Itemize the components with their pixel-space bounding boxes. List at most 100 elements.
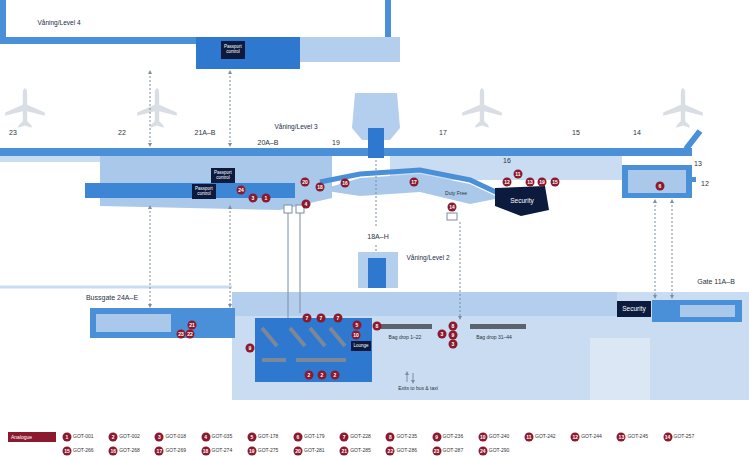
level-label: Våning/Level 2 [406,254,449,261]
pier-area [628,170,686,193]
level-link [376,245,377,251]
legend-number: 11 [525,433,534,442]
legend-code: GOT-266 [73,448,94,454]
legend-number: 18 [201,447,210,456]
callout-number: 14 [448,203,457,212]
legend-code: GOT-274 [212,448,233,454]
legend-code: GOT-244 [581,434,602,440]
facility-box: Lounge [351,341,371,351]
pier-end [622,165,692,198]
legend-number: 2 [109,433,118,442]
facility-text-group: Security [510,197,533,204]
gate-label: 20A–B [257,139,278,147]
legend-number: 7 [340,433,349,442]
bus-gate-inner [96,314,171,332]
legend-code: GOT-228 [350,434,371,440]
bus-gate-area [90,308,235,338]
gate-label: 19 [332,139,340,147]
gate-label: 18A–H [367,233,388,241]
facility-text-group: Security [622,305,645,312]
hall-area [232,292,749,400]
legend-code: GOT-285 [350,448,371,454]
facility-name: Passport control [212,171,234,181]
callout-number: 2 [331,371,340,380]
callout-number: 8 [373,322,382,331]
legend-number: 20 [294,447,303,456]
counter [310,328,325,346]
legend-number: 19 [247,447,256,456]
area-label: Exits to bus & taxi [398,386,438,392]
pier-wall [385,0,391,37]
area-label: Bag drop 31–44 [476,335,512,341]
callout-number: 4 [302,200,311,209]
area-label: Duty Free [445,191,467,197]
legend-code: GOT-281 [304,448,325,454]
legend-code: GOT-257 [674,434,695,440]
legend-number: 23 [432,447,441,456]
callout-number: 9 [246,344,255,353]
legend-code: GOT-178 [258,434,279,440]
callout-number: 7 [334,314,343,323]
facility-name: Security [622,305,645,312]
facility-name: Passport control [193,187,215,197]
legend-number: 6 [294,433,303,442]
legend-number: 10 [478,433,487,442]
counter [296,358,346,362]
hall-area [590,338,650,400]
callout-number: 16 [341,179,350,188]
level-link [230,72,231,145]
facility-box: Passport control [192,184,216,199]
legend-code: GOT-245 [627,434,648,440]
facility-text-group: Passport control [193,187,215,197]
lift-box [447,213,457,220]
legend-number: 3 [155,433,164,442]
gate-label: 13 [694,160,702,168]
callout-number: 5 [353,321,362,330]
legend-number: 8 [386,433,395,442]
exit-arrow [407,373,408,382]
legend-number: 4 [201,433,210,442]
callout-number: 3 [438,330,447,339]
callout-number: 7 [303,314,312,323]
pier-band [0,148,692,156]
escalator-line [288,213,289,318]
bag-drop-belt [380,324,432,329]
gate-label: 12 [701,180,709,188]
legend-code: GOT-268 [119,448,140,454]
facility-text-group: Passport control [222,45,244,55]
level-link-group [150,72,672,318]
facility-box: Passport control [211,168,235,183]
gate-stub [690,177,696,182]
duty-free-area [320,174,500,204]
gate-label: 17 [439,129,447,137]
legend-number: 13 [617,433,626,442]
facility-box: Passport control [221,41,245,59]
callout-number: 9 [449,331,458,340]
legend-code: GOT-242 [535,434,556,440]
security-area: Security [495,186,549,216]
gate-inner [680,305,735,317]
escalator [284,205,292,213]
hall-band [232,292,617,316]
counter-group [262,328,346,360]
legend-code: GOT-035 [212,434,233,440]
pier-area [0,156,100,162]
pier-area [358,252,398,288]
area-label: Bag drop 1–22 [389,335,422,341]
gate-label: 23 [9,129,17,137]
level-link [150,72,151,145]
gate-arm [686,131,700,149]
legend-number: 22 [386,447,395,456]
level-link [655,201,656,297]
callout-number: 1 [262,194,271,203]
legend-code: GOT-287 [443,448,464,454]
level-link [672,201,673,297]
facility-text-group: Lounge [353,344,368,349]
pier-band [0,37,196,44]
plane-icon [663,88,703,128]
legend-code: GOT-269 [165,448,186,454]
legend-number: 15 [63,447,72,456]
